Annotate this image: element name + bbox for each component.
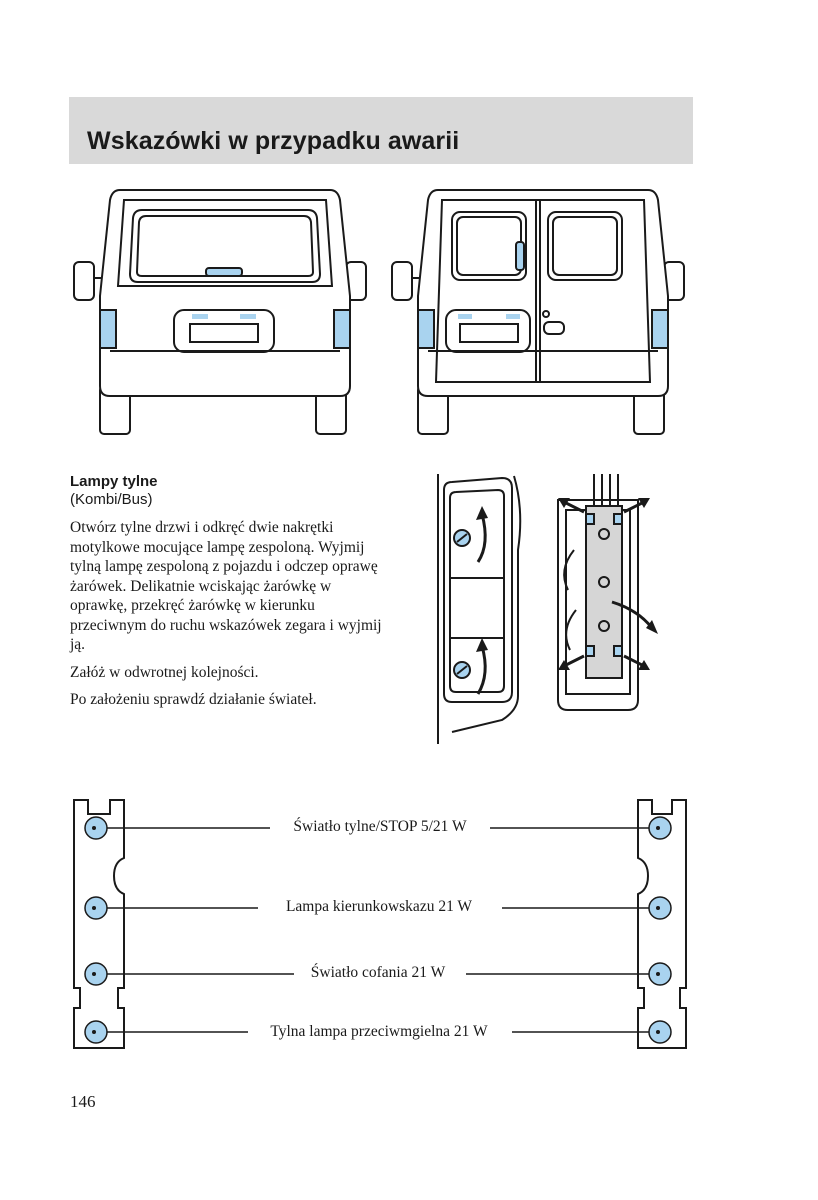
bulb-socket-dot — [656, 826, 660, 830]
instructions: Otwórz tylne drzwi i odkręć dwie nakrętk… — [70, 518, 390, 718]
bulb-holder-release-illustration — [557, 474, 658, 711]
bulb-label-fog: Tylna lampa przeciwmgielna 21 W — [264, 1023, 494, 1041]
instruction-paragraph: Otwórz tylne drzwi i odkręć dwie nakrętk… — [70, 519, 382, 653]
bulb-socket-dot — [92, 972, 96, 976]
bulb-socket-dot — [92, 906, 96, 910]
bulb-socket-dot — [92, 826, 96, 830]
instruction-paragraph: Po założeniu sprawdź działanie świateł. — [70, 691, 317, 708]
lamp-unit-removal-illustration — [437, 474, 522, 744]
instruction-paragraph: Załóż w odwrotnej kolejności. — [70, 663, 259, 681]
van-rear-doors-illustration — [391, 189, 685, 435]
van-rear-tailgate-illustration — [73, 189, 367, 435]
bulb-label-indicator: Lampa kierunkowskazu 21 W — [279, 898, 479, 916]
bulb-socket-dot — [656, 972, 660, 976]
bulb-label-reverse: Światło cofania 21 W — [304, 964, 452, 982]
bulb-socket-dot — [92, 1030, 96, 1034]
chapter-header: Wskazówki w przypadku awarii — [69, 97, 693, 164]
bulb-label-tail-stop: Światło tylne/STOP 5/21 W — [287, 818, 473, 836]
section-subtitle: (Kombi/Bus) — [70, 491, 153, 508]
section-title: Lampy tylne — [70, 473, 158, 490]
bulb-socket-dot — [656, 1030, 660, 1034]
page-number: 146 — [70, 1092, 96, 1111]
chapter-title: Wskazówki w przypadku awarii — [87, 127, 460, 155]
bulb-layout-diagram — [73, 799, 687, 1049]
bulb-socket-dot — [656, 906, 660, 910]
section-heading: Lampy tylne (Kombi/Bus) — [70, 473, 158, 509]
